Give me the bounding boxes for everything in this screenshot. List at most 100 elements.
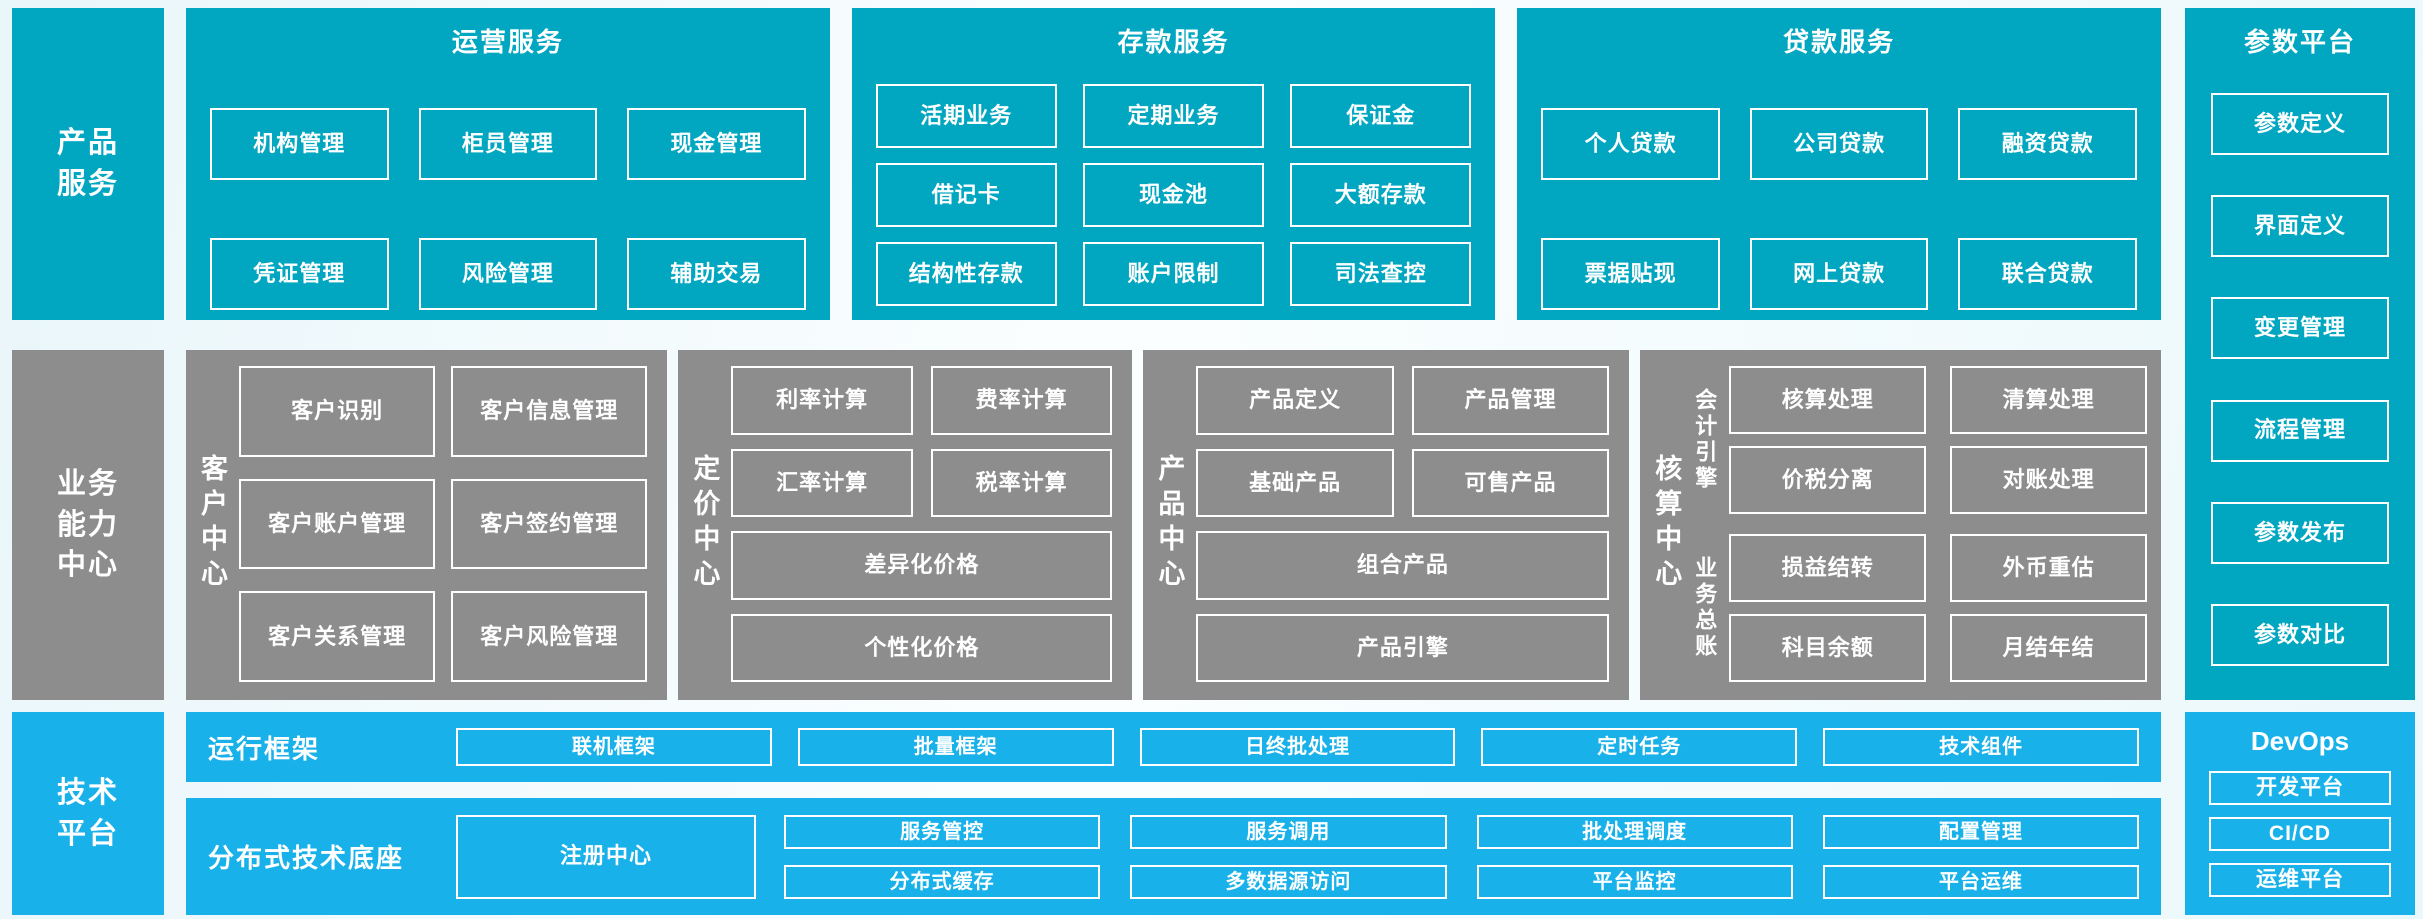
module-box: 差异化价格 [731, 531, 1113, 600]
module-box: 账户限制 [1082, 242, 1265, 306]
module-box: 平台运维 [1822, 864, 2139, 899]
business-ledger-group: 业务总账 损益结转 外币重估 科目余额 月结年结 [1692, 534, 2147, 682]
panel-title: 参数平台 [2243, 27, 2356, 57]
row-label-line: 服务 [56, 168, 119, 200]
module-box: CI/CD [2209, 817, 2391, 851]
module-box: 定期业务 [1082, 84, 1265, 148]
module-box: 基础产品 [1196, 448, 1394, 517]
module-box: 科目余额 [1729, 614, 1927, 682]
panel-devops: DevOps 开发平台 CI/CD 运维平台 [2185, 712, 2415, 915]
module-box: 辅助交易 [627, 238, 806, 310]
distributed-base-grid: 服务管控 服务调用 批处理调度 配置管理 分布式缓存 多数据源访问 平台监控 平… [784, 814, 2139, 899]
module-box: 技术组件 [1823, 728, 2139, 766]
module-box: 界面定义 [2211, 195, 2389, 258]
module-box: 对账处理 [1950, 446, 2147, 514]
panel-vertical-title: 产品中心 [1154, 454, 1185, 594]
module-box: 定时任务 [1481, 728, 1798, 766]
module-box: 清算处理 [1950, 366, 2147, 434]
module-box: 服务管控 [784, 814, 1101, 849]
module-box: 产品定义 [1196, 366, 1394, 435]
product-center-grid: 产品定义 产品管理 基础产品 可售产品 组合产品 产品引擎 [1196, 366, 1610, 682]
module-box: 参数对比 [2211, 603, 2389, 666]
module-box: 客户风险管理 [451, 591, 648, 682]
module-box: 产品引擎 [1196, 613, 1610, 682]
band-label: 运行框架 [208, 733, 321, 764]
panel-parameter-platform: 参数平台 参数定义 界面定义 变更管理 流程管理 参数发布 参数对比 [2185, 8, 2415, 700]
module-box: 联合贷款 [1958, 238, 2138, 310]
accounting-center-content: 会计引擎 核算处理 清算处理 价税分离 对账处理 业务总账 损益结转 外币重估 [1692, 366, 2147, 682]
module-box: 费率计算 [930, 366, 1113, 435]
row-label-product-services: 产品 服务 [12, 8, 164, 320]
operation-services-grid: 机构管理 柜员管理 现金管理 凭证管理 风险管理 辅助交易 [186, 108, 830, 310]
module-box: 多数据源访问 [1130, 864, 1447, 899]
module-box: 月结年结 [1950, 614, 2147, 682]
module-box: 汇率计算 [731, 448, 913, 517]
module-box: 借记卡 [875, 163, 1057, 227]
row-label-line: 中心 [56, 549, 119, 582]
pricing-center-grid: 利率计算 费率计算 汇率计算 税率计算 差异化价格 个性化价格 [731, 366, 1113, 682]
module-box: 参数定义 [2211, 93, 2389, 155]
module-box: 配置管理 [1822, 814, 2139, 849]
module-box: 大额存款 [1290, 163, 1472, 227]
devops-boxes: 开发平台 CI/CD 运维平台 [2209, 771, 2391, 897]
registry-center-box: 注册中心 [456, 814, 756, 899]
module-box: 柜员管理 [418, 108, 598, 180]
module-box: 参数发布 [2211, 501, 2389, 564]
band-label: 分布式技术底座 [208, 843, 405, 873]
row-label-line: 产品 [56, 127, 119, 160]
module-box: 联机框架 [456, 728, 772, 766]
module-box: 客户识别 [239, 366, 436, 457]
module-box: 价税分离 [1729, 446, 1927, 514]
row-label-line: 业务 [56, 468, 119, 501]
module-box: 组合产品 [1196, 531, 1610, 600]
panel-loan-services: 贷款服务 个人贷款 公司贷款 融资贷款 票据贴现 网上贷款 联合贷款 [1517, 8, 2162, 320]
panel-title: DevOps [2250, 726, 2350, 756]
panel-product-center: 产品中心 产品定义 产品管理 基础产品 可售产品 组合产品 产品引擎 [1143, 350, 1630, 700]
row-label-line: 技术 [56, 776, 119, 809]
runtime-framework-band: 运行框架 联机框架 批量框架 日终批处理 定时任务 技术组件 [186, 712, 2161, 782]
module-box: 开发平台 [2209, 771, 2391, 805]
deposit-services-grid: 活期业务 定期业务 保证金 借记卡 现金池 大额存款 结构性存款 账户限制 司法… [852, 84, 1496, 306]
module-box: 平台监控 [1476, 864, 1793, 899]
module-box: 分布式缓存 [784, 864, 1101, 899]
business-capability-row: 客户中心 客户识别 客户信息管理 客户账户管理 客户签约管理 客户关系管理 客户… [186, 350, 2161, 700]
panel-title: 存款服务 [1117, 27, 1230, 57]
module-box: 票据贴现 [1541, 238, 1720, 310]
module-box: 服务调用 [1130, 814, 1447, 849]
parameter-platform-boxes: 参数定义 界面定义 变更管理 流程管理 参数发布 参数对比 [2211, 93, 2389, 666]
module-box: 日终批处理 [1139, 728, 1456, 766]
module-box: 网上贷款 [1749, 238, 1929, 310]
distributed-base-band: 分布式技术底座 注册中心 服务管控 服务调用 批处理调度 配置管理 分布式缓存 … [186, 798, 2161, 915]
module-box: 现金池 [1082, 163, 1265, 227]
module-box: 变更管理 [2211, 297, 2389, 360]
panel-title: 贷款服务 [1783, 27, 1896, 57]
module-box: 个人贷款 [1541, 108, 1720, 180]
module-box: 活期业务 [875, 84, 1057, 148]
module-box: 客户签约管理 [451, 478, 648, 570]
diagram-layout: 产品 服务 业务 能力 中心 技术 平台 运营服务 机构管理 柜员管理 现金管理… [12, 8, 2415, 915]
technology-platform-row: 运行框架 联机框架 批量框架 日终批处理 定时任务 技术组件 分布式技术底座 注… [186, 712, 2161, 915]
panel-vertical-title: 核算中心 [1651, 454, 1682, 594]
group-vertical-label: 业务总账 [1692, 556, 1718, 660]
panel-operation-services: 运营服务 机构管理 柜员管理 现金管理 凭证管理 风险管理 辅助交易 [186, 8, 830, 320]
module-box: 公司贷款 [1749, 108, 1929, 180]
module-box: 客户信息管理 [451, 366, 648, 457]
panel-pricing-center: 定价中心 利率计算 费率计算 汇率计算 税率计算 差异化价格 个性化价格 [678, 350, 1133, 700]
module-box: 外币重估 [1950, 534, 2147, 602]
runtime-framework-boxes: 联机框架 批量框架 日终批处理 定时任务 技术组件 [456, 728, 2139, 766]
group-vertical-label: 会计引擎 [1692, 388, 1718, 492]
accounting-engine-group: 会计引擎 核算处理 清算处理 价税分离 对账处理 [1692, 366, 2147, 514]
panel-deposit-services: 存款服务 活期业务 定期业务 保证金 借记卡 现金池 大额存款 结构性存款 账户… [851, 8, 1496, 320]
panel-customer-center: 客户中心 客户识别 客户信息管理 客户账户管理 客户签约管理 客户关系管理 客户… [186, 350, 668, 700]
module-box: 个性化价格 [731, 613, 1113, 682]
module-box: 机构管理 [210, 108, 389, 180]
module-box: 运维平台 [2209, 863, 2391, 897]
module-box: 损益结转 [1729, 534, 1927, 602]
business-ledger-grid: 损益结转 外币重估 科目余额 月结年结 [1729, 534, 2147, 682]
customer-center-grid: 客户识别 客户信息管理 客户账户管理 客户签约管理 客户关系管理 客户风险管理 [239, 366, 648, 682]
module-box: 融资贷款 [1958, 108, 2138, 180]
module-box: 核算处理 [1729, 366, 1927, 434]
module-box: 可售产品 [1411, 448, 1610, 517]
module-box: 流程管理 [2211, 399, 2389, 462]
